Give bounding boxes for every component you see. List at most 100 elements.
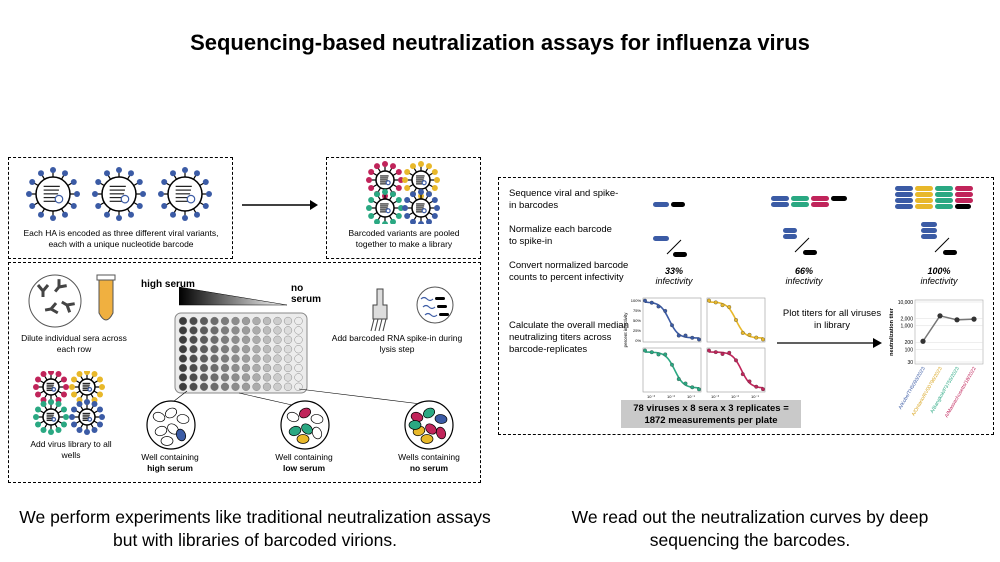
titer-ylabel: neutralization titer bbox=[889, 307, 895, 356]
step-convert: Convert normalized barcode counts to per… bbox=[509, 260, 629, 283]
curve-panel bbox=[706, 347, 766, 393]
barcode-bar bbox=[895, 198, 913, 203]
pooled-virion-2 bbox=[402, 161, 440, 199]
cell bbox=[422, 407, 436, 419]
plate-well bbox=[241, 345, 251, 354]
plate-well bbox=[241, 373, 251, 382]
barcode-bar bbox=[915, 192, 933, 197]
plate-well bbox=[283, 316, 293, 326]
barcode-bar bbox=[921, 234, 937, 239]
plate-well bbox=[262, 316, 272, 326]
plate-well bbox=[199, 373, 209, 382]
pipette-spike-icon bbox=[370, 286, 454, 332]
data-point bbox=[727, 305, 732, 310]
barcode-bar bbox=[811, 196, 829, 201]
antibody-shape bbox=[53, 279, 67, 293]
barcode-counts-illustration bbox=[653, 186, 973, 257]
data-point bbox=[656, 304, 661, 309]
bottom-right-text: We read out the neutralization curves by… bbox=[571, 507, 929, 550]
plate-well bbox=[199, 363, 209, 373]
curve-ytick: 75% bbox=[633, 308, 641, 313]
library-virion-4 bbox=[69, 399, 105, 435]
plate-well bbox=[252, 345, 261, 354]
cell bbox=[310, 414, 324, 424]
data-point bbox=[734, 358, 738, 363]
plate-well bbox=[210, 373, 219, 382]
well-high-prefix: Well containing bbox=[141, 452, 199, 462]
plate-well bbox=[231, 316, 240, 326]
plate-well bbox=[283, 335, 293, 344]
curve-xtick: 10⁻³ bbox=[711, 394, 720, 399]
plate-well bbox=[241, 363, 251, 373]
ha-virion-2 bbox=[92, 167, 146, 221]
spike-caption: Add barcoded RNA spike-in during lysis s… bbox=[331, 333, 463, 354]
barcode-bar bbox=[671, 202, 685, 207]
plate-well bbox=[220, 316, 230, 326]
cell bbox=[286, 411, 300, 423]
plate-well bbox=[273, 335, 282, 344]
plate-well bbox=[178, 345, 188, 354]
data-point bbox=[734, 318, 738, 322]
tube-icon bbox=[98, 278, 114, 321]
cell bbox=[408, 420, 422, 430]
titer-ytick: 30 bbox=[907, 360, 913, 366]
cell bbox=[435, 426, 447, 440]
data-point bbox=[707, 298, 711, 303]
barcode-bar bbox=[935, 192, 953, 197]
plate-well bbox=[283, 354, 293, 363]
barcode-bar bbox=[653, 236, 669, 241]
data-point bbox=[663, 352, 668, 357]
barcode-bar bbox=[783, 234, 797, 239]
well-no-serum-illustration bbox=[404, 400, 454, 450]
titer-ytick: 1,000 bbox=[900, 324, 913, 330]
barcode-bar bbox=[673, 252, 687, 257]
plate-well bbox=[189, 382, 198, 391]
barcode-bar bbox=[943, 250, 957, 255]
plate-well bbox=[210, 354, 219, 363]
step-calculate: Calculate the overall median neutralizin… bbox=[509, 320, 629, 355]
infectivity-100-word: infectivity bbox=[920, 276, 958, 286]
barcode-bar bbox=[831, 196, 847, 201]
well-high-bold: high serum bbox=[147, 463, 193, 473]
plate-well bbox=[294, 363, 303, 373]
well-high-serum-illustration bbox=[146, 400, 196, 450]
barcode-bar bbox=[955, 198, 973, 203]
dilute-caption: Dilute individual sera across each row bbox=[21, 333, 127, 354]
library-virion-2 bbox=[69, 371, 105, 405]
infectivity-33-pct: 33% bbox=[664, 266, 683, 276]
data-point bbox=[720, 303, 725, 308]
data-point bbox=[670, 323, 674, 328]
ha-virions-illustration bbox=[26, 167, 212, 221]
barcode-bar bbox=[895, 204, 913, 209]
pooled-virion-4 bbox=[402, 189, 440, 224]
plate-well bbox=[283, 345, 293, 354]
plate-well bbox=[294, 354, 303, 363]
plate-well bbox=[178, 382, 188, 391]
titer-virus-label: A/Ontario/RV00796/2023 bbox=[911, 366, 944, 417]
plate-well bbox=[178, 326, 188, 335]
plate-well bbox=[220, 345, 230, 354]
plate-well bbox=[252, 382, 261, 391]
data-point bbox=[649, 350, 654, 355]
plate-well bbox=[231, 326, 240, 335]
curve-panel bbox=[642, 347, 702, 393]
sequencing-readout-box: Sequence viral and spike-in barcodes Nor… bbox=[498, 177, 994, 435]
plate-well bbox=[262, 354, 272, 363]
cell bbox=[298, 407, 312, 419]
plate-well bbox=[199, 345, 209, 354]
plate-well bbox=[199, 326, 209, 335]
measurement-count-box: 78 viruses x 8 sera x 3 replicates = 187… bbox=[621, 400, 801, 428]
serum-gradient-wedge bbox=[179, 286, 288, 306]
curve-xtick: 10⁻² bbox=[731, 394, 740, 399]
barcode-bar bbox=[935, 198, 953, 203]
ha-caption: Each HA is encoded as three different vi… bbox=[23, 228, 219, 249]
curve-xtick: 10⁻³ bbox=[647, 394, 656, 399]
barcode-bar bbox=[921, 222, 937, 227]
data-point bbox=[754, 335, 759, 340]
barcode-bar bbox=[895, 192, 913, 197]
cell bbox=[301, 423, 313, 435]
barcode-bar bbox=[791, 196, 809, 201]
plate-well bbox=[283, 363, 293, 373]
plate-body bbox=[174, 312, 308, 394]
